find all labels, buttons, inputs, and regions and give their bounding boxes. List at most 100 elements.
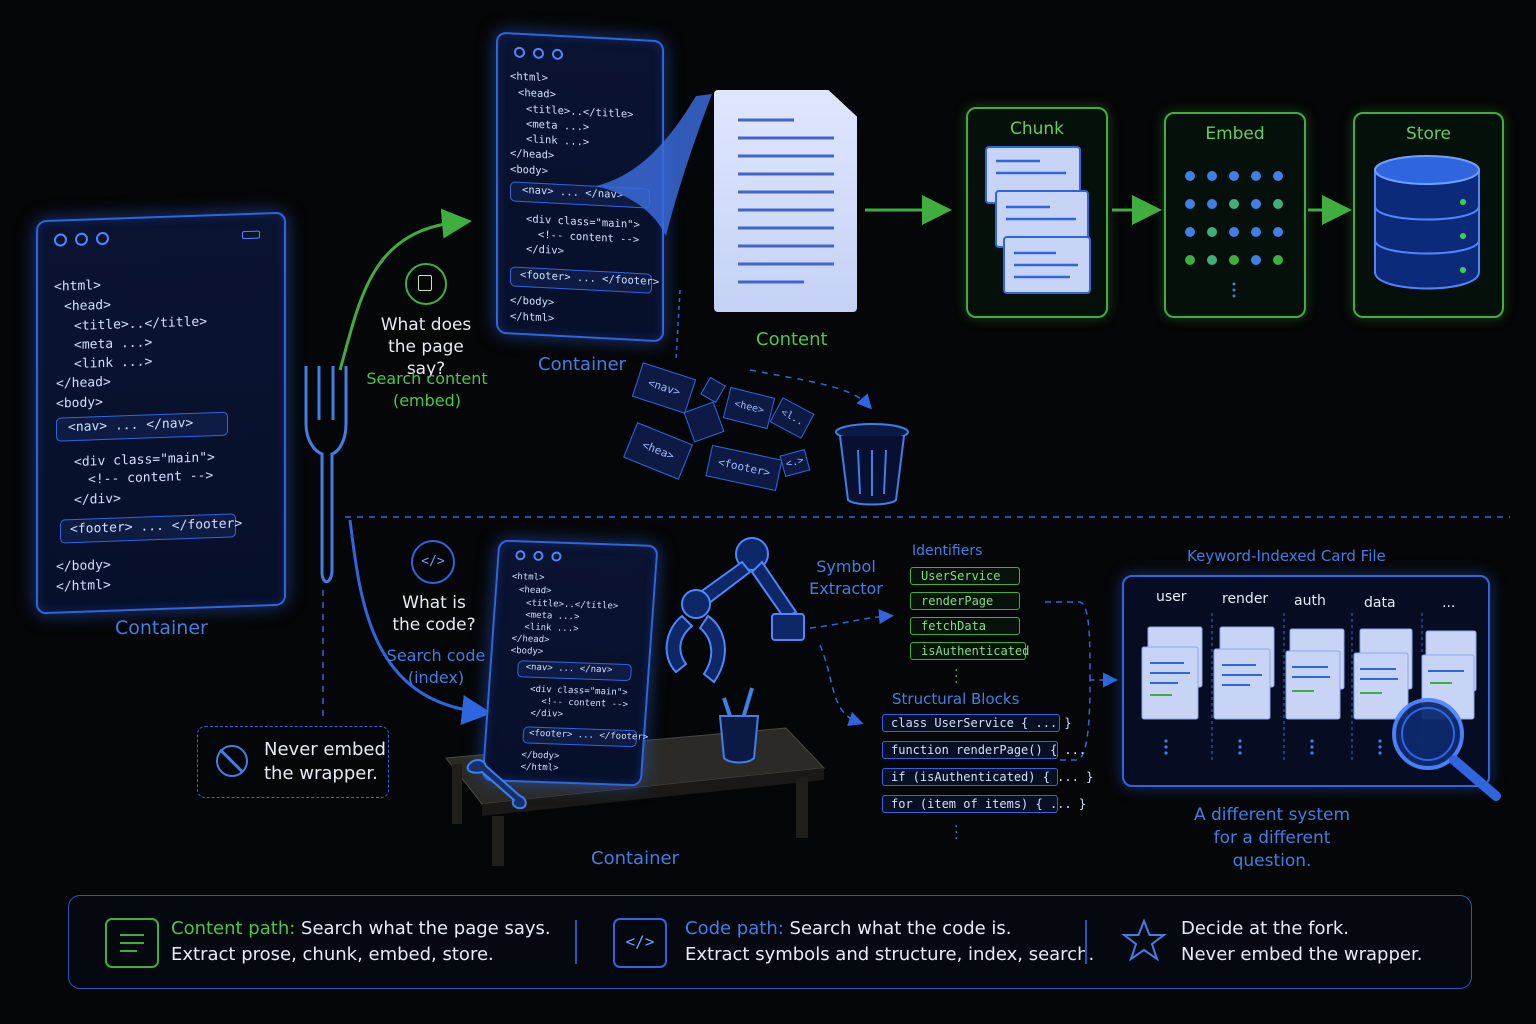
prohibited-icon — [216, 745, 248, 777]
window-handle-icon — [242, 230, 260, 240]
identifier-pill: fetchData — [910, 617, 1020, 635]
store-title: Store — [1406, 124, 1451, 144]
window-dots-icon — [515, 550, 562, 562]
window-dots-icon — [514, 46, 563, 61]
code-line: <!-- content --> — [540, 697, 629, 711]
identifier-pill: renderPage — [910, 592, 1020, 610]
content-path-line2: Extract prose, chunk, embed, store. — [171, 944, 494, 965]
embed-stage: Embed — [1164, 112, 1306, 318]
code-line: </head> — [511, 633, 550, 646]
code-line: </html> — [510, 310, 555, 325]
code-line: <title>..</title> — [525, 598, 619, 612]
card-file-title: Keyword-Indexed Card File — [1187, 547, 1386, 565]
content-path-title: Content path: — [171, 918, 296, 939]
code-line: <title>..</title> — [74, 314, 208, 335]
code-line: </body> — [510, 294, 555, 309]
content-question: What does the page say? — [380, 315, 472, 379]
extractor-to-blocks-arrow — [819, 644, 864, 727]
code-line: <link ...> — [74, 354, 153, 373]
decide-line1: Decide at the fork. — [1181, 918, 1350, 939]
legend-separator — [575, 920, 577, 964]
code-line: </div> — [530, 708, 564, 720]
pencil-cup-icon — [718, 687, 760, 764]
card-tab-user[interactable]: user — [1156, 589, 1187, 605]
structural-block: function renderPage() { ... — [882, 741, 1086, 759]
code-line: <div class="main"> — [529, 684, 628, 698]
decide-line2: Never embed the wrapper. — [1181, 944, 1423, 965]
code-line: <head> — [64, 297, 111, 315]
content-path-text1: Search what the page says. — [301, 918, 551, 939]
card-file-box: user render auth data ... — [1122, 575, 1490, 787]
code-line: </div> — [526, 243, 564, 258]
card-file-caption: A different system for a different quest… — [1193, 805, 1351, 871]
window-dots-icon — [54, 231, 109, 247]
card-tab-auth[interactable]: auth — [1294, 593, 1326, 609]
chunk-docs-icon — [985, 146, 1091, 294]
structural-block: class UserService { ... } — [882, 714, 1072, 732]
code-line: <head> — [518, 86, 556, 101]
legend-panel: Content path: Search what the page says.… — [68, 895, 1472, 989]
embed-title: Embed — [1205, 124, 1265, 144]
code-line: <link ...> — [524, 622, 579, 635]
code-path-line1: Code path: Search what the code is. — [685, 916, 1012, 942]
peel-sheet-icon — [596, 94, 712, 236]
code-line: <html> — [510, 70, 548, 85]
fork-icon — [304, 366, 348, 584]
never-embed-box: Never embed the wrapper. — [197, 726, 389, 798]
content-action: Search content (embed) — [366, 369, 488, 410]
code-line: </body> — [56, 557, 111, 575]
code-line: </html> — [56, 577, 111, 595]
code-path-text1: Search what the code is. — [789, 918, 1012, 939]
content-document-icon — [714, 90, 857, 312]
robot-arm-icon — [665, 537, 805, 684]
wrench-icon — [466, 759, 527, 810]
left-container-label: Container — [115, 617, 208, 639]
ellipsis-icon: ··· — [954, 819, 959, 847]
code-line: <body> — [510, 645, 544, 658]
code-icon: </> — [411, 540, 455, 584]
card-stacks-icon — [1141, 613, 1477, 763]
code-line: <div class="main"> — [74, 450, 215, 471]
structural-block: for (item of items) { ... } — [882, 795, 1086, 813]
identifiers-title: Identifiers — [912, 543, 983, 559]
identifiers-to-card-arrow — [1045, 601, 1091, 681]
code-line: <meta ...> — [526, 118, 590, 134]
bottom-container-window: <html> <head> <title>..</title> <meta ..… — [481, 539, 659, 787]
card-tab-more[interactable]: ... — [1442, 595, 1456, 611]
symbol-extractor-label: Symbol Extractor — [809, 557, 883, 598]
ellipsis-icon: ··· — [954, 663, 959, 691]
store-stage: Store — [1353, 112, 1504, 318]
trash-can-icon — [835, 423, 909, 506]
card-tab-render[interactable]: render — [1222, 591, 1269, 607]
code-line: <meta ...> — [524, 610, 580, 623]
left-container-window: <html> <head> <title>..</title> <meta ..… — [36, 211, 286, 615]
content-path-arrow — [338, 208, 472, 371]
content-label: Content — [756, 329, 828, 350]
code-line: <link ...> — [526, 133, 590, 149]
code-line: </div> — [74, 491, 121, 509]
code-line: <!-- content --> — [88, 468, 214, 488]
structural-blocks-title: Structural Blocks — [892, 690, 1020, 708]
code-line: <html> — [54, 278, 101, 295]
never-embed-text: Never embed the wrapper. — [264, 739, 386, 784]
identifier-pill: isAuthenticated — [910, 642, 1029, 660]
code-line: </head> — [510, 147, 555, 162]
magnifier-icon — [1392, 698, 1501, 801]
chunk-title: Chunk — [1009, 119, 1065, 139]
content-path-icon — [105, 918, 159, 968]
debris-dashed-path — [675, 289, 681, 361]
code-path-icon: </> — [613, 918, 667, 968]
code-action: Search code (index) — [386, 646, 486, 687]
code-question: What is the code? — [392, 593, 476, 635]
card-tab-data[interactable]: data — [1364, 595, 1396, 611]
code-line: <head> — [518, 585, 552, 597]
content-path-line1: Content path: Search what the page says. — [171, 916, 551, 942]
code-line: <meta ...> — [74, 335, 153, 354]
chunk-stage: Chunk — [966, 107, 1108, 318]
identifier-pill: UserService — [910, 567, 1020, 585]
code-path-arrow — [348, 519, 492, 725]
document-icon — [405, 263, 447, 305]
legend-separator — [1085, 920, 1087, 964]
code-path-line2: Extract symbols and structure, index, se… — [685, 944, 1095, 965]
